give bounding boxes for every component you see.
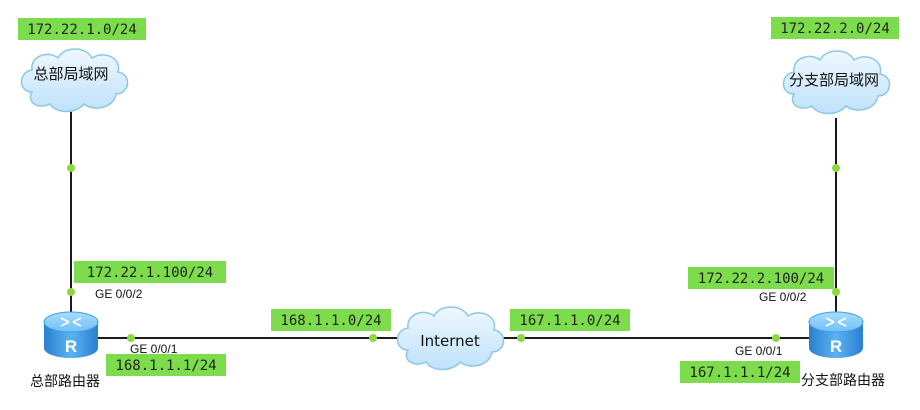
hq-lan-ip-text: 172.22.1.100/24 xyxy=(87,265,213,281)
branch-lan-ip-tag: 172.22.2.100/24 xyxy=(688,267,834,289)
branch-router-name: 分支部路由器 xyxy=(801,373,885,389)
cloud-icon xyxy=(396,306,505,371)
branch-lan-ip-text: 172.22.2.100/24 xyxy=(698,271,824,287)
branch-lan-cloud: 分支部局域网 xyxy=(782,50,891,115)
port-dots xyxy=(67,164,840,342)
branch-wan-subnet-text: 167.1.1.0/24 xyxy=(519,313,620,329)
branch-wan-ip-text: 167.1.1.1/24 xyxy=(689,365,790,381)
router-icon: R xyxy=(43,311,99,358)
hq-lan-label: 总部局域网 xyxy=(33,65,108,83)
cloud-icon xyxy=(20,48,129,113)
port-dot xyxy=(517,334,525,342)
branch-lan-label: 分支部局域网 xyxy=(789,71,879,89)
branch-lan-port-label: GE 0/0/2 xyxy=(759,290,807,304)
cloud-icon xyxy=(782,50,891,115)
branch-wan-ip-tag: 167.1.1.1/24 xyxy=(680,361,800,383)
hq-lan-port-label: GE 0/0/2 xyxy=(95,287,143,301)
hq-wan-ip-tag: 168.1.1.1/24 xyxy=(106,354,226,376)
hq-router: R xyxy=(43,311,99,358)
hq-wan-port-label: GE 0/0/1 xyxy=(130,342,178,356)
port-dot xyxy=(772,334,780,342)
hq-wan-ip-text: 168.1.1.1/24 xyxy=(115,358,216,374)
hq-router-name: 总部路由器 xyxy=(30,374,100,390)
port-dot xyxy=(67,288,75,296)
internet-label: Internet xyxy=(420,332,480,350)
hq-lan-ip-tag: 172.22.1.100/24 xyxy=(74,261,226,283)
links xyxy=(70,112,837,339)
hq-wan-subnet-tag: 168.1.1.0/24 xyxy=(271,309,391,331)
hq-lan-cloud: 总部局域网 xyxy=(20,48,129,113)
port-dot xyxy=(832,164,840,172)
branch-lan-subnet-text: 172.22.2.0/24 xyxy=(780,21,890,37)
svg-text:R: R xyxy=(830,337,842,356)
port-dot xyxy=(67,164,75,172)
branch-wan-port-label: GE 0/0/1 xyxy=(735,344,783,358)
hq-wan-subnet-text: 168.1.1.0/24 xyxy=(280,313,381,329)
branch-lan-subnet-tag: 172.22.2.0/24 xyxy=(771,17,899,39)
hq-lan-subnet-text: 172.22.1.0/24 xyxy=(27,22,137,38)
port-dot xyxy=(127,334,135,342)
hq-lan-subnet-tag: 172.22.1.0/24 xyxy=(18,18,146,40)
branch-router: R xyxy=(808,311,864,358)
svg-text:R: R xyxy=(65,337,77,356)
port-dot xyxy=(369,334,377,342)
port-dot xyxy=(832,288,840,296)
branch-wan-subnet-tag: 167.1.1.0/24 xyxy=(510,309,630,331)
router-icon: R xyxy=(808,311,864,358)
internet-cloud: Internet xyxy=(396,306,505,371)
